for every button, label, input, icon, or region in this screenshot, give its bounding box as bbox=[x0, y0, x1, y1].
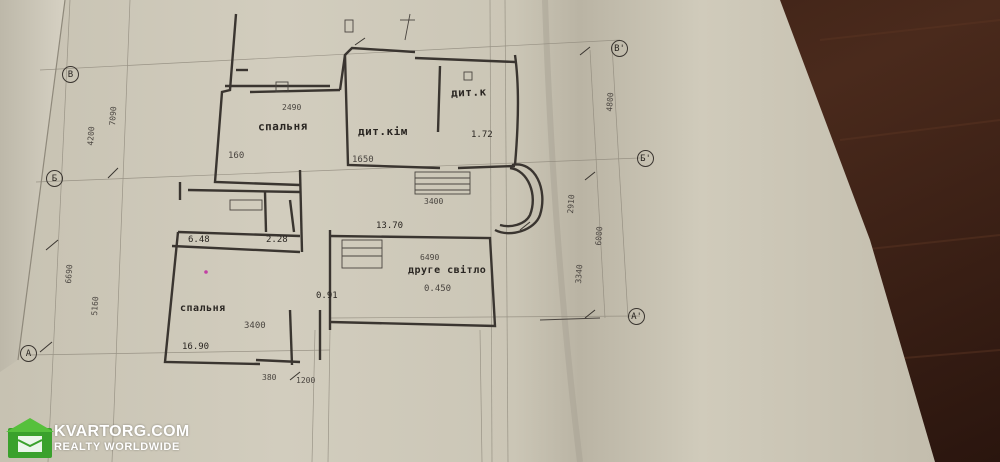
interior-details bbox=[229, 13, 601, 321]
watermark-spacer bbox=[6, 420, 48, 456]
dim-5160: 5160 bbox=[89, 296, 101, 316]
area-1-72: 1.72 bbox=[471, 130, 493, 140]
axis-marker-v-right: В' bbox=[611, 40, 628, 57]
paper-crease bbox=[542, 0, 583, 462]
left-page-edge bbox=[0, 0, 65, 372]
watermark-brand: KVARTORG.COM bbox=[54, 423, 190, 440]
axis-marker-a-right: А' bbox=[628, 308, 645, 325]
floor-plan-walls bbox=[163, 13, 544, 366]
paper-sheet bbox=[0, 0, 935, 462]
room-label-bedroom-bottom: спальня bbox=[180, 303, 226, 314]
dim-2910: 2910 bbox=[565, 194, 577, 214]
axis-marker-b-right: Б' bbox=[637, 150, 654, 167]
dim-6000: 6000 bbox=[593, 226, 605, 246]
watermark-logo-icon bbox=[6, 418, 54, 458]
dim-3400-b: 3400 bbox=[244, 321, 266, 331]
dim-380: 380 bbox=[262, 373, 277, 382]
area-13-70: 13.70 bbox=[376, 221, 404, 231]
dimension-ticks bbox=[39, 37, 596, 381]
dim-6690: 6690 bbox=[63, 264, 75, 284]
dim-4800: 4800 bbox=[604, 92, 616, 112]
room-label-bedroom-top: спальня bbox=[257, 119, 308, 134]
area-6-48: 6.48 bbox=[188, 235, 210, 245]
dim-160: 160 bbox=[228, 151, 245, 161]
construction-lines bbox=[27, 0, 641, 462]
watermark-tagline: REALTY WORLDWIDE bbox=[54, 441, 180, 453]
dim-4200: 4200 bbox=[85, 126, 97, 146]
dim-3340: 3340 bbox=[573, 264, 585, 284]
room-label-children-room: дит.к bbox=[450, 85, 487, 100]
room-label-second-light: друге світло bbox=[408, 265, 487, 276]
axis-marker-v-left: В bbox=[62, 66, 79, 83]
dim-1200: 1200 bbox=[296, 376, 316, 385]
pink-mark bbox=[204, 270, 208, 274]
watermark: KVARTORG.COM REALTY WORLDWIDE bbox=[6, 418, 189, 458]
area-2-28: 2.28 bbox=[266, 235, 288, 245]
dim-6490: 6490 bbox=[420, 253, 440, 262]
dim-7090: 7090 bbox=[107, 106, 119, 126]
dim-0-450: 0.450 bbox=[424, 284, 452, 294]
dim-1650: 1650 bbox=[352, 155, 374, 165]
axis-marker-b-left: Б bbox=[46, 170, 63, 187]
wood-grain bbox=[819, 19, 1000, 361]
room-label-dining-room: дит.кім bbox=[358, 125, 408, 138]
area-0-91: 0.91 bbox=[316, 291, 338, 301]
dim-3400-a: 3400 bbox=[424, 197, 444, 206]
watermark-text: KVARTORG.COM REALTY WORLDWIDE bbox=[54, 423, 189, 453]
dim-2490: 2490 bbox=[282, 103, 302, 112]
area-bedroom-bottom: 16.90 bbox=[182, 342, 210, 352]
axis-marker-a-left: А bbox=[20, 345, 37, 362]
